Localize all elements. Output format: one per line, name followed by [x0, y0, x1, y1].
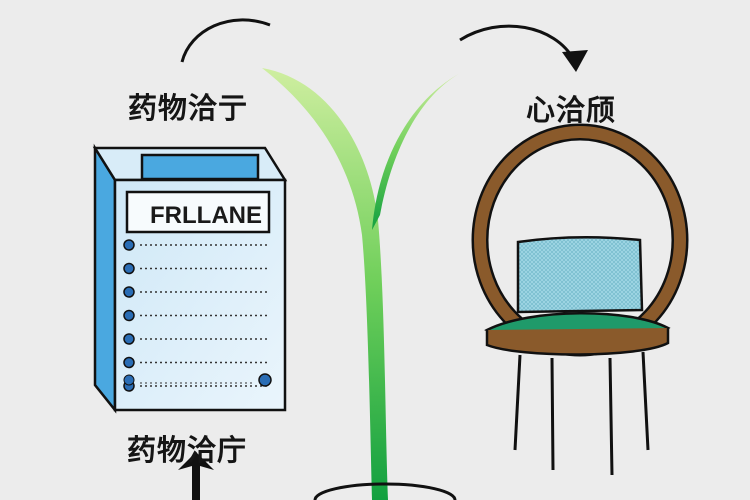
- label-top-left: 药物洽亍: [128, 91, 249, 125]
- ground-ellipse: [313, 482, 457, 500]
- list-bullet-icon: [123, 239, 135, 251]
- curved-arrow-top-left: [180, 18, 271, 63]
- list-bullet-icon: [123, 309, 135, 322]
- list-bullet-icon: [123, 286, 135, 298]
- list-bullet-icon: [123, 356, 135, 369]
- list-bullet-icon: [123, 374, 135, 386]
- label-top-right: 心洽颀: [526, 93, 617, 127]
- chair-icon: [471, 123, 689, 476]
- list-bullet-icon: [123, 262, 135, 275]
- curved-arrow-top-right: [459, 24, 588, 72]
- arrow-up-icon: [178, 452, 214, 500]
- document-title: FRLLANE: [150, 202, 262, 229]
- sprout-icon: [262, 68, 462, 500]
- list-bullet-icon: [123, 333, 135, 345]
- label-bottom-left: 药物洽庁: [127, 433, 248, 467]
- document-box: [92, 143, 288, 414]
